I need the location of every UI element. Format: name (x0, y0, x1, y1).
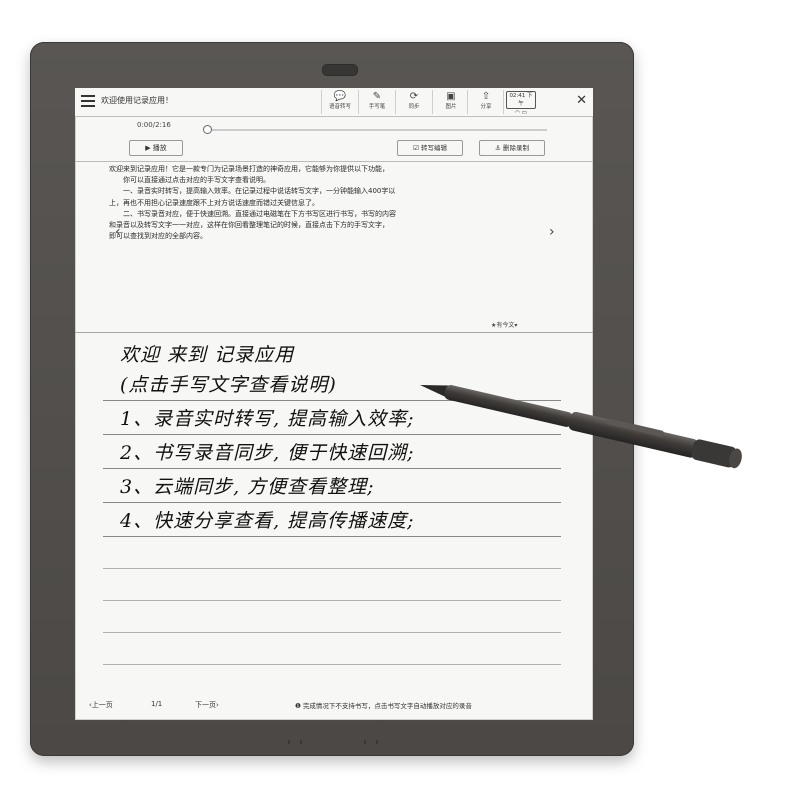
delete-recording-button[interactable]: ⚓ 删除录制 (479, 140, 545, 156)
transcript-line: 二、书写录音对应，便于快速回溯。直接通过电磁笔在下方书写区进行书写，书写的内容 (123, 209, 396, 218)
image-button[interactable]: ▣ 图片 (432, 90, 469, 114)
audio-progress-knob[interactable] (203, 125, 212, 134)
bottom-bar: ‹上一页 1/1 下一页› ❶ 完成情况下不支持书写，点击书写文字自动播放对应的… (75, 694, 593, 716)
ruled-line (103, 568, 561, 569)
ruled-line (103, 664, 561, 665)
audio-progress-track[interactable] (207, 129, 547, 131)
ruled-line (103, 434, 561, 435)
speech-transcribe-button[interactable]: 💬 语音转写 (321, 90, 358, 114)
bezel-marker (364, 740, 378, 744)
bezel-marker (288, 740, 302, 744)
menu-icon[interactable] (81, 95, 95, 107)
next-page-button[interactable]: 下一页› (195, 701, 219, 709)
camera-icon (322, 64, 358, 76)
transcript-line: 和录音以及转写文字一一对应，这样在你回看整理笔记的时候，直接点击下方的手写文字， (109, 221, 389, 230)
wifi-battery-icon: ◠ ▭ (515, 110, 527, 116)
handwriting-line[interactable]: (点击手写文字查看说明) (120, 374, 337, 396)
handwriting-line[interactable]: 3、云端同步, 方便查看整理; (120, 476, 375, 498)
source-tag[interactable]: ★有今文▾ (491, 322, 518, 329)
chevron-left-icon[interactable]: ‹ (115, 224, 121, 240)
e-ink-screen: 欢迎使用记录应用！ 💬 语音转写 ✎ 手写笔 ⟳ 同步 ▣ 图片 ⇧ 分享 (75, 88, 593, 720)
transcript-line: 你可以直接通过点击对应的手写文字查看说明。 (123, 176, 270, 185)
notice-text: ❶ 完成情况下不支持书写，点击书写文字自动播放对应的录音 (295, 702, 472, 710)
document-title[interactable]: 欢迎使用记录应用！ (101, 96, 173, 105)
transcript-line: 即可以查找到对应的全部内容。 (109, 232, 207, 241)
clock: 02:41 下午 (506, 91, 536, 109)
pen-button[interactable]: ✎ 手写笔 (358, 90, 395, 114)
sync-button[interactable]: ⟳ 同步 (395, 90, 432, 114)
ruled-line (103, 400, 561, 401)
sync-icon: ⟳ (409, 91, 419, 102)
handwriting-line[interactable]: 1、录音实时转写, 提高输入效率; (120, 408, 415, 430)
ruled-line (103, 468, 561, 469)
handwriting-line[interactable]: 欢迎 来到 记录应用 (120, 344, 295, 366)
share-button[interactable]: ⇧ 分享 (467, 90, 504, 114)
close-icon[interactable]: ✕ (576, 93, 587, 108)
chevron-right-icon[interactable]: › (549, 224, 555, 240)
audio-player: 0:00/2:16 ▶ 播放 ☑ 转写编辑 ⚓ 删除录制 (75, 117, 593, 162)
transcript-line: 上，再也不用担心记录速度跟不上对方说话速度而错过关键信息了。 (109, 198, 319, 207)
ruled-line (103, 600, 561, 601)
tablet-device: 欢迎使用记录应用！ 💬 语音转写 ✎ 手写笔 ⟳ 同步 ▣ 图片 ⇧ 分享 (30, 42, 634, 756)
ruled-line (103, 536, 561, 537)
play-button[interactable]: ▶ 播放 (129, 140, 183, 156)
speech-bubble-icon: 💬 (333, 91, 347, 102)
handwriting-line[interactable]: 2、书写录音同步, 便于快速回溯; (120, 442, 415, 464)
ruled-line (103, 632, 561, 633)
transcript-line: 一、录音实时转写，提高输入效率。在记录过程中说话转写文字，一分钟能输入400字以 (123, 187, 396, 196)
transcript-text: 欢迎来到记录应用！它是一款专门为记录场景打造的神奇应用，它能够为你提供以下功能，… (109, 164, 561, 242)
top-toolbar: 欢迎使用记录应用！ 💬 语音转写 ✎ 手写笔 ⟳ 同步 ▣ 图片 ⇧ 分享 (75, 88, 593, 117)
image-icon: ▣ (446, 91, 456, 102)
page-indicator: 1/1 (151, 700, 163, 708)
audio-time: 0:00/2:16 (137, 121, 171, 129)
share-icon: ⇧ (481, 91, 491, 102)
ruled-line (103, 502, 561, 503)
transcribe-edit-button[interactable]: ☑ 转写编辑 (397, 140, 463, 156)
status-area: 02:41 下午 ◠ ▭ (503, 90, 538, 116)
section-divider (75, 332, 593, 333)
prev-page-button[interactable]: ‹上一页 (89, 701, 113, 709)
pen-icon: ✎ (372, 91, 382, 102)
handwriting-line[interactable]: 4、快速分享查看, 提高传播速度; (120, 510, 415, 532)
transcript-line: 欢迎来到记录应用！它是一款专门为记录场景打造的神奇应用，它能够为你提供以下功能， (109, 165, 389, 173)
